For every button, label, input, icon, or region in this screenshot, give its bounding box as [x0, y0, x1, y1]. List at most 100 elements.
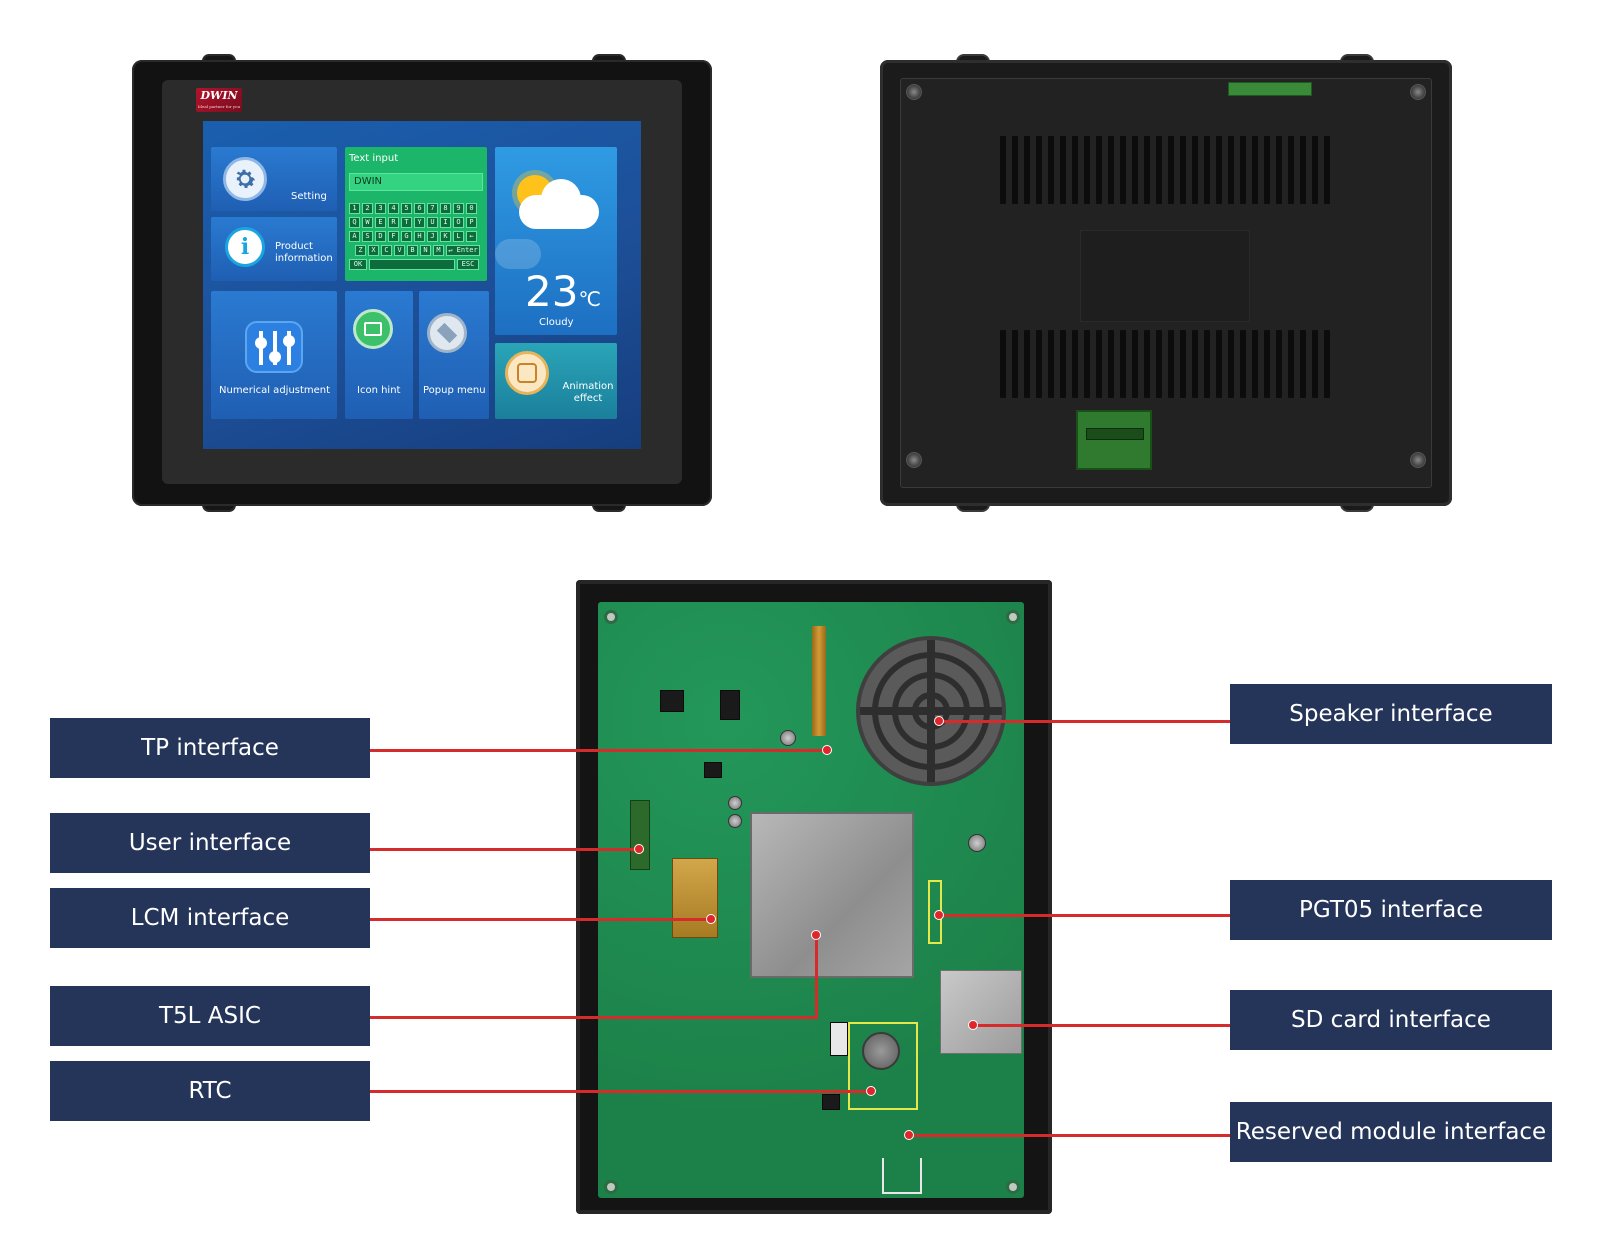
vent-slot — [1084, 330, 1090, 398]
mounting-hole — [604, 610, 618, 624]
key[interactable]: O — [453, 217, 464, 228]
key[interactable]: T — [401, 217, 412, 228]
key[interactable]: N — [420, 245, 431, 256]
speaker-marker — [934, 716, 944, 726]
front-view-device: DWIN Ideal partner for you Setting i Pro… — [132, 54, 712, 512]
mounting-hole — [604, 1180, 618, 1194]
rtc-connector — [830, 1022, 848, 1056]
vent-slot — [1192, 330, 1198, 398]
vent-slot — [1072, 136, 1078, 204]
vent-slot — [1204, 136, 1210, 204]
tile-weather[interactable]: 23℃ Cloudy — [495, 147, 617, 335]
vent-slot — [1228, 136, 1234, 204]
vent-slot — [1264, 330, 1270, 398]
key[interactable]: V — [394, 245, 405, 256]
callout-sd-card-interface: SD card interface — [1230, 990, 1552, 1050]
key[interactable]: L — [453, 231, 464, 242]
tile-setting[interactable]: Setting — [211, 147, 337, 211]
touch-panel-cable — [812, 626, 826, 736]
key[interactable]: C — [381, 245, 392, 256]
key[interactable]: F — [388, 231, 399, 242]
key[interactable]: X — [368, 245, 379, 256]
key[interactable]: P — [466, 217, 477, 228]
key[interactable]: I — [440, 217, 451, 228]
tile-label: Text input — [349, 153, 399, 164]
key[interactable]: 7 — [427, 203, 438, 214]
key[interactable]: Z — [355, 245, 366, 256]
vent-slot — [1180, 136, 1186, 204]
logo-name: DWIN — [200, 89, 238, 102]
mounting-hole — [1006, 610, 1020, 624]
tile-animation-effect[interactable]: Animation effect — [495, 343, 617, 419]
back-view-device — [880, 54, 1452, 512]
key[interactable]: R — [388, 217, 399, 228]
key[interactable]: 6 — [414, 203, 425, 214]
rtc-battery — [862, 1032, 900, 1070]
lcm-connector — [672, 858, 718, 938]
vent-slot — [1000, 136, 1006, 204]
key[interactable]: 3 — [375, 203, 386, 214]
vent-slot — [1144, 136, 1150, 204]
ok-key[interactable]: OK — [349, 259, 367, 270]
tile-icon-hint[interactable]: Icon hint — [345, 291, 413, 419]
callout-lcm-interface: LCM interface — [50, 888, 370, 948]
key[interactable]: U — [427, 217, 438, 228]
vent-slot — [1132, 136, 1138, 204]
tile-product-information[interactable]: i Product information — [211, 217, 337, 281]
key[interactable]: K — [440, 231, 451, 242]
key[interactable]: E — [375, 217, 386, 228]
key[interactable]: W — [362, 217, 373, 228]
vent-slot — [1096, 330, 1102, 398]
display-screen: Setting i Product information Text input… — [203, 121, 641, 449]
vent-slot — [1216, 136, 1222, 204]
key[interactable]: G — [401, 231, 412, 242]
vent-slot — [1168, 330, 1174, 398]
weather-condition: Cloudy — [539, 317, 574, 328]
label-recess — [1080, 230, 1250, 322]
key[interactable]: 1 — [349, 203, 360, 214]
key[interactable]: J — [427, 231, 438, 242]
key[interactable]: B — [407, 245, 418, 256]
key[interactable]: 4 — [388, 203, 399, 214]
user-leader-line — [370, 848, 640, 851]
vent-slot — [1252, 330, 1258, 398]
tile-label: Icon hint — [357, 385, 401, 396]
vent-slot — [1288, 136, 1294, 204]
key[interactable]: 0 — [466, 203, 477, 214]
tile-popup-menu[interactable]: Popup menu — [419, 291, 489, 419]
key[interactable]: 2 — [362, 203, 373, 214]
key[interactable]: 5 — [401, 203, 412, 214]
vent-slot — [1240, 330, 1246, 398]
user-interface-header — [630, 800, 650, 870]
vent-slot — [1036, 136, 1042, 204]
esc-key[interactable]: ESC — [457, 259, 479, 270]
cloud-icon — [519, 179, 599, 229]
backspace-key[interactable]: ← — [466, 231, 477, 242]
keyboard-row: Z X C V B N M ↵ Enter — [355, 245, 480, 256]
key[interactable]: 8 — [440, 203, 451, 214]
vent-slot — [1120, 330, 1126, 398]
key[interactable]: 9 — [453, 203, 464, 214]
tile-text-input[interactable]: Text input DWIN 1 2 3 4 5 6 7 8 9 0 Q W … — [345, 147, 487, 281]
vent-slot — [1252, 136, 1258, 204]
smd-component — [720, 690, 740, 720]
key[interactable]: A — [349, 231, 360, 242]
mounting-hole — [1006, 1180, 1020, 1194]
callout-speaker-interface: Speaker interface — [1230, 684, 1552, 744]
key[interactable]: H — [414, 231, 425, 242]
speaker-leader-line — [938, 720, 1230, 723]
space-key[interactable] — [369, 259, 455, 270]
vent-slot — [1180, 330, 1186, 398]
keyboard-row: 1 2 3 4 5 6 7 8 9 0 — [349, 203, 477, 214]
tile-numerical-adjustment[interactable]: Numerical adjustment — [211, 291, 337, 419]
icon-hint-icon — [353, 309, 393, 349]
text-input-field[interactable]: DWIN — [349, 173, 483, 191]
key[interactable]: S — [362, 231, 373, 242]
key[interactable]: D — [375, 231, 386, 242]
key[interactable]: Q — [349, 217, 360, 228]
vent-slot — [1300, 330, 1306, 398]
enter-key[interactable]: ↵ Enter — [446, 245, 480, 256]
key[interactable]: M — [433, 245, 444, 256]
tp-marker — [822, 745, 832, 755]
key[interactable]: Y — [414, 217, 425, 228]
